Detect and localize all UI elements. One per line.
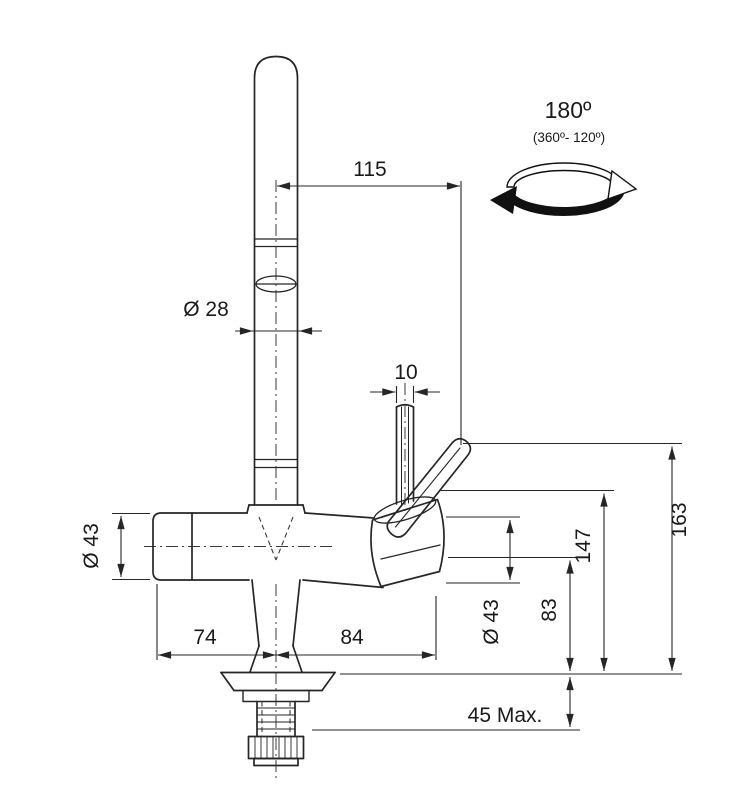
lever-paddle xyxy=(386,437,472,538)
right-body xyxy=(302,512,384,589)
washer xyxy=(253,757,299,767)
dim-lever-width-label: 10 xyxy=(394,361,417,384)
swivel-range-label: (360º- 120º) xyxy=(533,130,605,145)
dimension-lines xyxy=(117,182,676,727)
dim-reach-label: 115 xyxy=(353,158,386,181)
body-junction xyxy=(246,504,306,514)
rotation-arc-solid xyxy=(505,189,625,216)
dim-spout-diameter-label: Ø 28 xyxy=(183,298,229,321)
lever-pin xyxy=(395,403,415,507)
dim-left-diameter-label: Ø 43 xyxy=(80,523,103,569)
mounting-nut xyxy=(247,735,305,767)
dim-offset-left-label: 74 xyxy=(193,626,217,649)
deck-flange xyxy=(220,671,336,703)
dimension-labels: 115 Ø 28 10 180º (360º- 120º) Ø 43 74 84… xyxy=(80,97,691,727)
mounting-shank xyxy=(256,700,296,738)
left-outlet xyxy=(152,512,250,581)
extension-lines xyxy=(112,181,682,731)
base-column xyxy=(249,579,303,673)
swivel-angle-label: 180º xyxy=(545,97,592,123)
dim-valve-diameter-label: Ø 43 xyxy=(480,599,503,645)
dim-height-147-label: 147 xyxy=(572,528,595,563)
dim-deck-max-label: 45 Max. xyxy=(468,704,543,727)
rotation-arrow-icon xyxy=(490,162,638,216)
centerlines xyxy=(144,180,406,779)
rotation-arrowhead-solid xyxy=(490,186,517,214)
rotation-arc-outline xyxy=(506,162,622,188)
dim-offset-right-label: 84 xyxy=(340,626,364,649)
dim-height-83-label: 83 xyxy=(538,598,561,621)
valve-body xyxy=(370,496,445,588)
spout-tube xyxy=(253,55,299,505)
hidden-joint-lines xyxy=(258,516,294,561)
dim-height-163-label: 163 xyxy=(668,502,691,537)
rotation-arrowhead-outline xyxy=(607,169,638,201)
